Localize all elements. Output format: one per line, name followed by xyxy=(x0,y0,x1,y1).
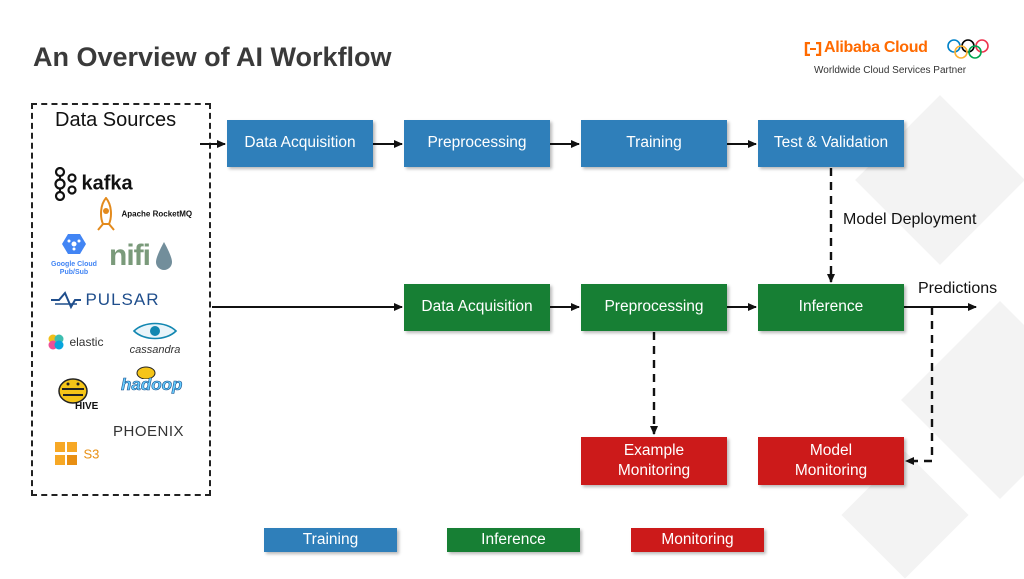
inference-box: Inference xyxy=(758,284,904,331)
rocketmq-icon xyxy=(97,196,115,231)
rocketmq-label: Apache RocketMQ xyxy=(121,209,193,219)
s3-logo: S3 xyxy=(53,440,99,468)
arrow-predictions-to-model-monitoring xyxy=(905,307,934,465)
pulsar-label: PULSAR xyxy=(85,290,160,309)
cassandra-label: cassandra xyxy=(129,344,181,356)
training-preprocessing-box: Preprocessing xyxy=(404,120,550,167)
hadoop-elephant-icon xyxy=(136,366,156,379)
alibaba-cloud-icon xyxy=(804,42,822,56)
elastic-label: elastic xyxy=(69,335,104,349)
pubsub-label: Google Cloud Pub/Sub xyxy=(51,261,97,276)
inference-data-acquisition-box: Data Acquisition xyxy=(404,284,550,331)
model-deployment-label: Model Deployment xyxy=(843,211,977,228)
elastic-icon xyxy=(48,334,64,350)
s3-cubes-icon xyxy=(55,442,77,465)
kafka-icon xyxy=(54,166,77,202)
pubsub-icon xyxy=(62,234,86,254)
olympic-rings-icon xyxy=(947,39,989,59)
nifi-label: nifi xyxy=(109,239,151,272)
nifi-logo: nifi xyxy=(109,239,174,273)
cassandra-logo: cassandra xyxy=(125,321,185,356)
data-sources-panel: Data Sources kafka Apache RocketMQ xyxy=(31,103,211,496)
nifi-drop-icon xyxy=(156,242,173,270)
phoenix-label: PHOENIX xyxy=(113,423,185,440)
pulsar-icon xyxy=(51,291,81,310)
hadoop-label: hadoop xyxy=(121,375,183,395)
training-data-acquisition-box: Data Acquisition xyxy=(227,120,373,167)
s3-label: S3 xyxy=(83,446,100,462)
brand-logo: Alibaba Cloud Worldwide Cloud Services P… xyxy=(804,38,994,82)
cassandra-eye-icon xyxy=(132,322,178,340)
elastic-logo: elastic xyxy=(47,333,103,351)
example-monitoring-box: Example Monitoring xyxy=(581,437,727,485)
phoenix-logo: PHOENIX xyxy=(113,423,184,441)
legend-inference: Inference xyxy=(447,528,580,552)
page-title: An Overview of AI Workflow xyxy=(33,42,392,72)
model-monitoring-box: Model Monitoring xyxy=(758,437,904,485)
brand-name: Alibaba Cloud xyxy=(824,39,928,56)
legend-training: Training xyxy=(264,528,397,552)
kafka-label: kafka xyxy=(81,172,133,195)
hive-bee-icon xyxy=(58,378,88,404)
test-validation-box: Test & Validation xyxy=(758,120,904,167)
data-sources-title: Data Sources xyxy=(55,109,177,131)
inference-preprocessing-box: Preprocessing xyxy=(581,284,727,331)
legend-monitoring: Monitoring xyxy=(631,528,764,552)
rocketmq-logo: Apache RocketMQ xyxy=(95,196,193,231)
hive-label: HIVE xyxy=(75,401,99,412)
hive-logo: HIVE xyxy=(53,373,98,418)
predictions-label: Predictions xyxy=(918,280,998,297)
pulsar-logo: PULSAR xyxy=(51,290,159,310)
brand-tagline: Worldwide Cloud Services Partner xyxy=(814,65,967,76)
kafka-logo: kafka xyxy=(53,166,133,202)
training-box: Training xyxy=(581,120,727,167)
google-pubsub-logo: Google Cloud Pub/Sub xyxy=(50,232,98,276)
hadoop-logo: hadoop xyxy=(121,366,183,394)
